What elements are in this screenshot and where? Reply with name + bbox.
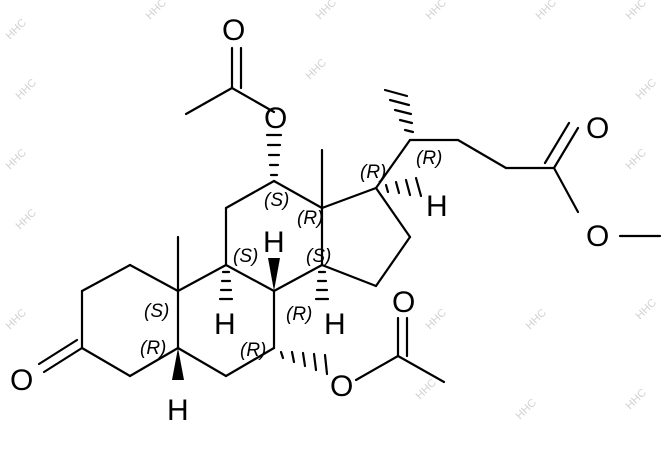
bond — [128, 263, 180, 293]
wedge-bond — [172, 348, 184, 380]
bond — [354, 354, 400, 382]
hash-bond — [279, 350, 285, 360]
watermark-text: HHC — [524, 307, 549, 332]
hash-bond — [384, 183, 390, 194]
bond — [176, 346, 228, 378]
bond — [396, 354, 446, 384]
stereo-label-c8: (R) — [286, 304, 312, 325]
watermark-text: HHC — [144, 0, 169, 22]
watermark-text: HHC — [4, 17, 29, 42]
double-bond — [543, 121, 571, 165]
hash-bond — [398, 118, 414, 125]
watermark-text: HHC — [4, 307, 29, 332]
atom-label-h14: H — [324, 308, 346, 341]
bond — [374, 235, 412, 288]
stereo-label-c12: (S) — [264, 190, 289, 211]
bond — [272, 263, 324, 293]
atom-label-acetoxy12-carbonyl-oxygen: O — [222, 14, 245, 47]
bond — [230, 86, 276, 114]
hash-bond — [383, 88, 409, 98]
stereo-bonds — [172, 88, 423, 380]
bond — [80, 263, 132, 293]
atom-label-h17: H — [426, 190, 448, 223]
double-bond — [42, 346, 84, 374]
watermark-text: HHC — [4, 147, 29, 172]
bond — [374, 138, 412, 190]
hash-bond — [393, 108, 413, 116]
bond — [128, 346, 180, 378]
double-bond — [37, 338, 79, 366]
bond — [552, 166, 580, 214]
atom-label-h5: H — [167, 394, 189, 427]
watermark-text: HHC — [534, 0, 559, 22]
atom-label-ester-carbonyl-oxygen: O — [586, 112, 609, 145]
atom-label-h9: H — [214, 308, 236, 341]
watermark-text: HHC — [424, 307, 449, 332]
stereo-label-c9: (S) — [233, 246, 258, 267]
hash-bond — [403, 128, 415, 134]
wedge-bond — [268, 258, 280, 291]
atom-label-ester-oxygen: O — [586, 220, 609, 253]
bond — [456, 138, 508, 170]
atom-label-h8: H — [263, 226, 285, 259]
watermark-text: HHC — [304, 57, 329, 82]
bond — [224, 263, 276, 293]
watermark-text: HHC — [624, 147, 649, 172]
atom-label-ketone-oxygen: O — [10, 364, 33, 397]
stereo-label-c14: (S) — [306, 246, 331, 267]
watermark-text: HHC — [14, 207, 39, 232]
watermark-text: HHC — [14, 77, 39, 102]
watermark-text: HHC — [624, 0, 649, 22]
stereo-label-c7: (R) — [240, 340, 266, 361]
hash-bond — [388, 98, 411, 107]
hash-bond — [394, 180, 401, 195]
watermark-text: HHC — [424, 0, 449, 22]
stereo-descriptors: (R) (R) (S) (R) (S) (S) (R) (S) (R) (R) — [140, 148, 442, 361]
bond — [184, 86, 234, 116]
atom-label-acetoxy7-oxygen: O — [330, 370, 353, 403]
atom-labels: O O O O O O O H H H H H — [10, 14, 609, 427]
watermark-text: HHC — [514, 397, 539, 422]
watermark-text: HHC — [634, 297, 659, 322]
bond — [374, 186, 412, 239]
bond-skeleton — [37, 46, 662, 384]
bond — [272, 179, 324, 210]
hash-bond — [301, 351, 307, 368]
watermark-text: HHC — [414, 377, 439, 402]
hash-bond — [312, 352, 318, 372]
bond — [224, 179, 276, 210]
bond — [176, 263, 228, 293]
watermark-text: HHC — [314, 0, 339, 22]
bond — [224, 346, 276, 378]
bond — [80, 346, 132, 378]
hash-bond — [323, 353, 329, 376]
hash-bond — [404, 178, 412, 197]
bond — [320, 186, 378, 210]
watermark-text: HHC — [624, 387, 649, 412]
double-bond — [552, 126, 580, 170]
stereo-label-c10: (S) — [144, 301, 169, 322]
bond — [320, 263, 378, 288]
stereo-label-c20: (R) — [416, 148, 442, 169]
stereo-label-c17: (R) — [360, 162, 386, 183]
hash-bond — [414, 176, 423, 198]
atom-label-acetoxy12-oxygen: O — [264, 102, 287, 135]
hash-bond — [290, 350, 296, 364]
stereo-label-c13: (R) — [297, 208, 323, 229]
atom-label-acetoxy7-carbonyl-oxygen: O — [392, 286, 415, 319]
stereo-label-c5: (R) — [140, 338, 166, 359]
watermark-text: HHC — [634, 77, 659, 102]
